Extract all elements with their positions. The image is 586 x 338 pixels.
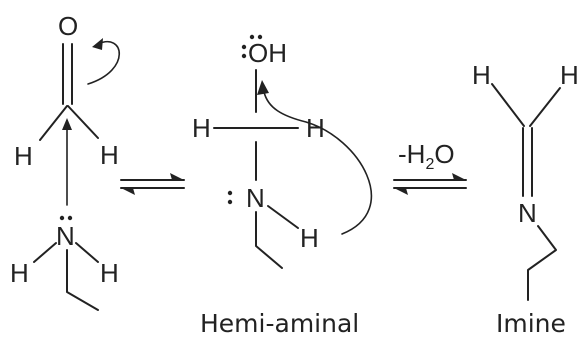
hemiaminal-label: Hemi-aminal [200,309,359,338]
lone-pair-dot [67,215,73,221]
imine-ch-right [529,87,561,127]
imine: H H N Imine [472,60,579,338]
hemiaminal-h-on-n: H [300,223,319,253]
lone-pair-dot [227,190,233,196]
hemiaminal-nitrogen: N [246,183,265,213]
water-oxygen: O [434,139,454,169]
reverse-half-head [121,188,135,195]
nh-bond-right [75,242,99,263]
hemiaminal-h-left: H [192,113,211,143]
imine-ch-left [491,83,525,127]
hemiaminal-h-right: H [306,113,325,143]
curved-arrow-proton-transfer [263,91,373,235]
hydroxyl-group: OH [248,38,287,68]
lone-pair-dot [59,215,65,221]
ch-bond-left [39,105,68,141]
nh-bond-left [33,242,57,263]
arrowhead-attack [62,118,72,130]
hemiaminal-ethyl-chain [255,211,283,269]
nh-bond [267,205,299,229]
amine-nitrogen: N [56,221,75,251]
imine-ethyl-chain [527,225,557,301]
aldehyde-h-left: H [14,141,33,171]
forward-half-head [170,173,184,180]
aldehyde: O H H [14,11,120,206]
lone-pair-dot [227,199,233,205]
ethyl-chain [66,249,99,311]
aldehyde-oxygen: O [58,11,78,41]
arrowhead-proton-transfer [257,80,269,95]
hemiaminal: OH H H N H Hemi-aminal [192,34,373,338]
arrowhead-pi-bond [92,38,103,50]
amine-h-right: H [100,258,119,288]
amine: N H H [10,215,119,311]
water-loss-label: -H2O [398,139,455,173]
reverse-half-head [394,188,408,195]
imine-h-right: H [560,60,579,90]
lone-pair-dot [241,44,247,50]
aldehyde-h-right: H [100,140,119,170]
dehydration-step: -H2O [393,139,467,195]
lone-pair-dot [241,53,247,59]
curved-arrow-pi-bond [87,41,120,85]
ch-bond-right [67,105,99,139]
subscript-two: 2 [425,156,434,173]
imine-h-left: H [472,60,491,90]
minus-h: -H [398,139,425,169]
amine-h-left: H [10,258,29,288]
equilibrium-arrow-1 [120,173,185,195]
imine-label: Imine [496,309,566,338]
lone-pair-dot [257,34,263,40]
forward-half-head [452,173,466,180]
lone-pair-dot [249,34,255,40]
imine-nitrogen: N [518,198,537,228]
